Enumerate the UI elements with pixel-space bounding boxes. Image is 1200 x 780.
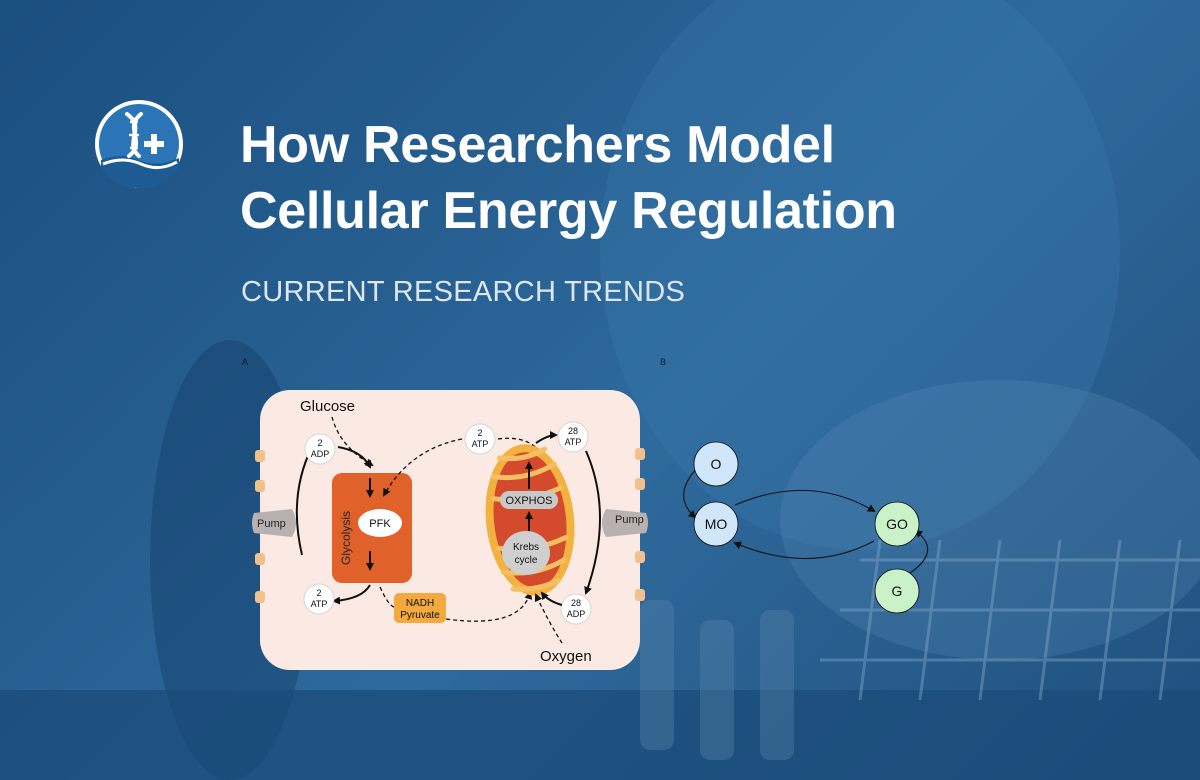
oxphos-label: OXPHOS <box>505 495 552 507</box>
adp-top-number: 2 <box>317 438 322 448</box>
pyruvate-dashed-arrow <box>445 591 533 622</box>
bg-test-tube-rack <box>820 539 1200 701</box>
page-title: How Researchers Model Cellular Energy Re… <box>240 112 897 244</box>
oxygen-label: Oxygen <box>540 648 592 665</box>
mito-to-28atp-arrow <box>535 431 558 444</box>
glycolysis-to-nadh-dashed <box>379 586 395 608</box>
node-mo <box>693 501 739 547</box>
node-g-label: G <box>892 583 903 599</box>
panel-b-label: B <box>660 357 666 367</box>
atp-bottom-node <box>303 583 335 615</box>
atp-mid-unit: ATP <box>472 439 489 449</box>
atp-to-pfk-dashed-arrow <box>383 438 463 497</box>
krebs-label-1: Krebs <box>513 542 539 553</box>
edge-g-to-go <box>909 529 929 574</box>
krebs-label-2: cycle <box>515 555 538 566</box>
node-o <box>693 441 739 487</box>
atp-right-node <box>557 421 589 453</box>
bg-tubes <box>640 600 794 760</box>
pump-left <box>252 509 296 537</box>
krebs-cycle-node <box>502 531 550 575</box>
adp-top-unit: ADP <box>311 449 330 459</box>
atp-mid-number: 2 <box>477 428 482 438</box>
pump-right-label: Pump <box>615 514 644 526</box>
nadh-label: NADH <box>406 598 434 609</box>
glycolysis-label: Glycolysis <box>339 511 353 565</box>
adp-top-node <box>304 433 336 465</box>
edge-mo-to-go <box>734 489 876 513</box>
node-g <box>874 568 920 614</box>
pump-right <box>602 509 648 537</box>
logo <box>95 100 183 189</box>
edge-go-to-mo <box>733 540 875 560</box>
panel-b-network: O MO GO G <box>683 441 929 614</box>
pfk-node <box>358 509 402 537</box>
title-line-1: How Researchers Model <box>240 116 835 174</box>
glucose-label: Glucose <box>300 398 355 415</box>
atp-mid-node <box>464 423 496 455</box>
node-mo-label: MO <box>705 516 728 532</box>
right-cycle-arrow <box>584 450 601 595</box>
node-go <box>874 501 920 547</box>
pyruvate-label: Pyruvate <box>400 610 440 621</box>
bg-blur-shape <box>600 0 1120 550</box>
page-subtitle: CURRENT RESEARCH TRENDS <box>241 276 686 308</box>
membrane-channels-right <box>635 448 645 601</box>
adp-right-unit: ADP <box>567 609 586 619</box>
adp-to-glycolysis-arrow <box>337 446 371 469</box>
adp-to-mito-arrow <box>540 591 563 606</box>
oxygen-dashed-arrow <box>534 593 563 644</box>
node-go-label: GO <box>886 516 908 532</box>
glycolysis-to-atp-arrow <box>332 584 371 605</box>
atp-bottom-number: 2 <box>316 588 321 598</box>
diagram-figure: A B Pump Pump Glucose Glycolysis PFK 2 A… <box>242 357 929 670</box>
pump-left-label: Pump <box>257 518 286 530</box>
oxphos-node <box>500 491 558 509</box>
pfk-label: PFK <box>369 518 391 530</box>
atp-bottom-unit: ATP <box>311 599 328 609</box>
membrane-channels-left <box>255 450 265 603</box>
adp-right-number: 28 <box>571 598 581 608</box>
atp-right-number: 28 <box>568 426 578 436</box>
bg-table <box>0 690 1200 780</box>
title-line-2: Cellular Energy Regulation <box>240 182 897 240</box>
nadh-pyruvate-box <box>394 593 446 623</box>
node-o-label: O <box>711 456 722 472</box>
adp-right-node <box>560 593 592 625</box>
atp-right-unit: ATP <box>565 437 582 447</box>
panel-a-label: A <box>242 357 248 367</box>
